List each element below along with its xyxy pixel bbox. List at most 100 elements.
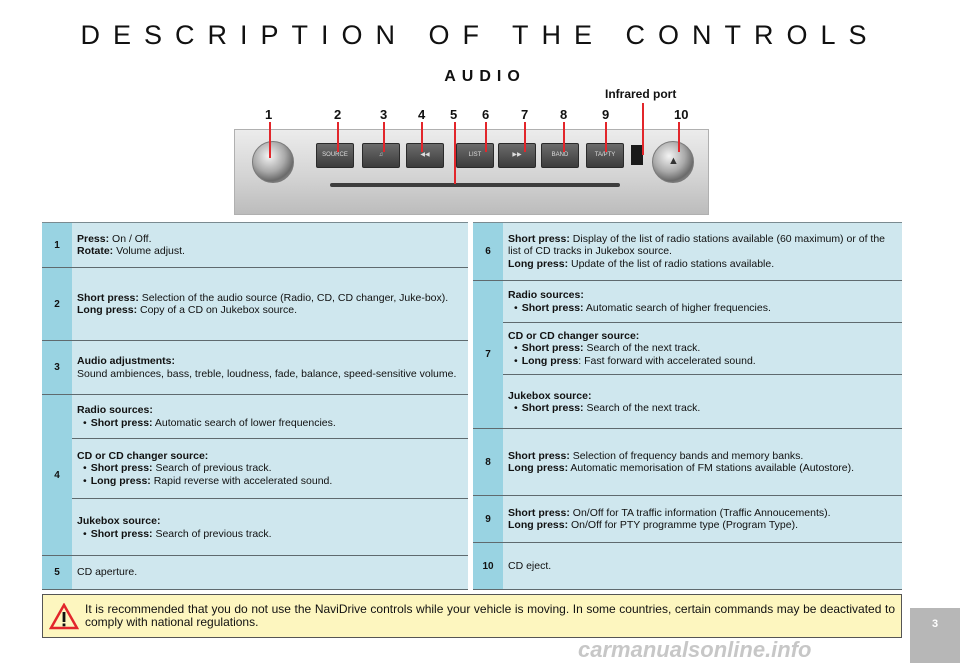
sub-section: Jukebox source:Short press: Search of th… bbox=[503, 375, 902, 429]
warning-text: It is recommended that you do not use th… bbox=[85, 602, 895, 629]
description-line-text: On/Off for TA traffic information (Traff… bbox=[569, 506, 831, 519]
row-description: Radio sources:Short press: Automatic sea… bbox=[72, 395, 468, 555]
row-description: Short press: Selection of the audio sour… bbox=[72, 268, 468, 340]
bullet-item-label: Short press: bbox=[90, 462, 153, 475]
sub-heading-label: Jukebox source: bbox=[77, 515, 161, 527]
bullet-item-label: Short press: bbox=[521, 402, 584, 414]
sub-section: Radio sources:Short press: Automatic sea… bbox=[503, 281, 902, 323]
description-line-label: Short press: bbox=[508, 232, 570, 245]
row-description: Radio sources:Short press: Automatic sea… bbox=[503, 281, 902, 428]
description-line-label: Long press: bbox=[508, 257, 569, 270]
page-number: 3 bbox=[910, 608, 960, 663]
previous-button: ◀◀ bbox=[406, 143, 444, 168]
callout-5: 5 bbox=[450, 107, 458, 122]
description-line-text: Volume adjust. bbox=[113, 245, 185, 257]
description-line-label: Short press: bbox=[77, 291, 139, 304]
audio-settings-button: ♫ bbox=[362, 143, 400, 168]
section-title: AUDIO bbox=[444, 68, 526, 85]
leader-line-7 bbox=[524, 122, 526, 152]
description-line-text: Automatic memorisation of FM stations av… bbox=[568, 462, 855, 474]
description-line-text: Copy of a CD on Jukebox source. bbox=[137, 304, 298, 316]
description-line: Rotate: Volume adjust. bbox=[77, 245, 463, 258]
description-line-label: Rotate: bbox=[77, 245, 114, 257]
next-button: ▶▶ bbox=[498, 143, 536, 168]
leader-line-infrared bbox=[642, 103, 644, 155]
description-line: CD aperture. bbox=[77, 566, 463, 579]
row-description: CD eject. bbox=[503, 543, 902, 589]
callout-4: 4 bbox=[418, 107, 426, 122]
bullet-item-label: Long press: bbox=[90, 474, 151, 487]
bullet-item-text: Automatic search of lower frequencies. bbox=[152, 416, 336, 429]
row-description: Press: On / Off.Rotate: Volume adjust. bbox=[72, 223, 468, 267]
row-description: Audio adjustments:Sound ambiences, bass,… bbox=[72, 341, 468, 394]
sub-heading: CD or CD changer source: bbox=[77, 450, 463, 463]
sub-heading-label: CD or CD changer source: bbox=[77, 449, 209, 462]
description-line-text: On / Off. bbox=[109, 232, 152, 245]
bullet-item-text: Rapid reverse with accelerated sound. bbox=[150, 474, 333, 487]
description-line: Long press: Copy of a CD on Jukebox sour… bbox=[77, 304, 463, 317]
callout-6: 6 bbox=[482, 107, 490, 122]
description-line-label: Long press: bbox=[508, 462, 569, 474]
description-line: Short press: On/Off for TA traffic infor… bbox=[508, 507, 897, 520]
leader-line-10 bbox=[678, 122, 680, 152]
leader-line-9 bbox=[605, 122, 607, 152]
sub-heading: Radio sources: bbox=[77, 404, 463, 417]
bullet-item-label: Short press: bbox=[521, 342, 584, 355]
description-line: Short press: Display of the list of radi… bbox=[508, 233, 897, 258]
row-number: 4 bbox=[42, 395, 72, 555]
description-line: Sound ambiences, bass, treble, loudness,… bbox=[77, 368, 463, 381]
sub-heading: Radio sources: bbox=[508, 289, 897, 302]
description-line-label: Short press: bbox=[508, 506, 570, 519]
sub-heading-label: Radio sources: bbox=[508, 289, 584, 301]
warning-triangle-icon bbox=[43, 595, 85, 637]
bullet-item: Short press: Automatic search of lower f… bbox=[77, 417, 463, 430]
infrared-port bbox=[631, 145, 643, 165]
row-description: CD aperture. bbox=[72, 556, 468, 589]
description-line: Audio adjustments: bbox=[77, 355, 463, 368]
sub-heading-label: Jukebox source: bbox=[508, 389, 592, 402]
bullet-item-label: Long press bbox=[521, 354, 579, 367]
leader-line-3 bbox=[383, 122, 385, 152]
description-line: Press: On / Off. bbox=[77, 233, 463, 246]
callout-2: 2 bbox=[334, 107, 342, 122]
infrared-port-label: Infrared port bbox=[605, 87, 677, 101]
description-line-text: Display of the list of radio stations av… bbox=[508, 232, 885, 258]
leader-line-5 bbox=[454, 122, 456, 184]
description-line: Long press: Automatic memorisation of FM… bbox=[508, 462, 897, 475]
row-number: 1 bbox=[42, 223, 72, 267]
bullet-item: Short press: Search of the next track. bbox=[508, 342, 897, 355]
leader-line-4 bbox=[421, 122, 423, 152]
description-line-label: Press: bbox=[77, 232, 110, 245]
bullet-item-text: : Fast forward with accelerated sound. bbox=[578, 354, 756, 367]
bullet-item-text: Search of the next track. bbox=[583, 402, 701, 414]
bullet-item-text: Search of previous track. bbox=[152, 527, 272, 540]
sub-heading: CD or CD changer source: bbox=[508, 330, 897, 343]
eject-icon: ▲ bbox=[668, 155, 679, 167]
description-line-text: Selection of frequency bands and memory … bbox=[569, 449, 804, 462]
row-description: Short press: Display of the list of radi… bbox=[503, 223, 902, 280]
radio-panel-image: ▲▼●◆▬▬◆◆ bbox=[234, 129, 709, 215]
page-title: DESCRIPTION OF THE CONTROLS bbox=[80, 20, 880, 50]
bullet-item-text: Search of previous track. bbox=[152, 462, 272, 475]
row-number: 7 bbox=[473, 281, 503, 428]
row-number: 2 bbox=[42, 268, 72, 340]
bullet-item: Long press: Rapid reverse with accelerat… bbox=[77, 475, 463, 488]
callout-10: 10 bbox=[674, 107, 689, 122]
description-line: Long press: On/Off for PTY programme typ… bbox=[508, 519, 897, 532]
sub-heading: Jukebox source: bbox=[77, 515, 463, 528]
bullet-item: Short press: Search of previous track. bbox=[77, 528, 463, 541]
warning-box: It is recommended that you do not use th… bbox=[42, 594, 902, 638]
bullet-item-label: Short press: bbox=[521, 301, 584, 314]
bullet-item-text: Automatic search of higher frequencies. bbox=[583, 301, 771, 314]
bullet-item-text: Search of the next track. bbox=[583, 342, 701, 355]
leader-line-2 bbox=[337, 122, 339, 152]
